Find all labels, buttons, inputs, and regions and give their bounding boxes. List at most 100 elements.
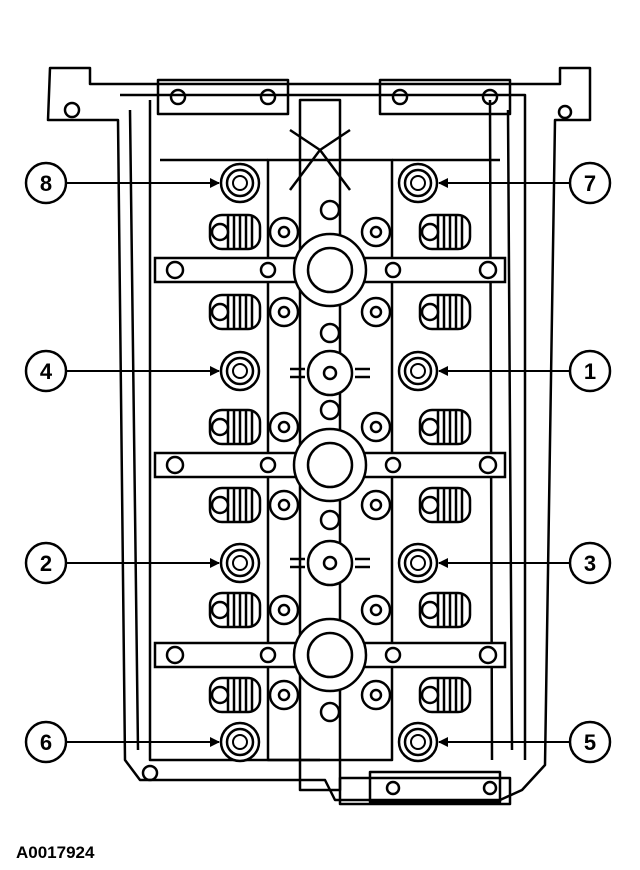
valve-stem bbox=[210, 495, 230, 515]
bearing-cap-hole bbox=[259, 261, 277, 279]
valve-spring-left bbox=[208, 213, 262, 251]
callout-number: 2 bbox=[40, 551, 52, 576]
callout-circle bbox=[24, 349, 68, 393]
callout-circle bbox=[568, 349, 612, 393]
head-bolt-5-socket bbox=[410, 734, 426, 750]
rocker-boss-hole bbox=[369, 305, 383, 319]
valve-spring-left bbox=[208, 486, 262, 524]
valve-stem bbox=[210, 222, 230, 242]
valve-spring-right bbox=[418, 408, 472, 446]
bearing-cap-hole bbox=[165, 645, 185, 665]
valve-stem bbox=[420, 302, 440, 322]
camshaft-bore bbox=[306, 631, 354, 679]
valve-stem bbox=[210, 600, 230, 620]
head-bolt-6-socket bbox=[232, 734, 248, 750]
rocker-boss-hole bbox=[277, 420, 291, 434]
casting-inner-wall bbox=[120, 93, 527, 760]
bearing-cap-hole bbox=[259, 456, 277, 474]
cylinder-head-casting bbox=[46, 66, 592, 806]
callout-6: 6 bbox=[24, 720, 220, 764]
callout-4: 4 bbox=[24, 349, 220, 393]
valve-spring-left bbox=[208, 408, 262, 446]
mounting-hole-rear bbox=[141, 764, 159, 782]
center-boss-hole bbox=[322, 365, 338, 381]
camshaft-bore bbox=[306, 246, 354, 294]
casting-outline bbox=[46, 66, 592, 802]
callout-number: 3 bbox=[584, 551, 596, 576]
callout-3: 3 bbox=[438, 541, 612, 585]
callout-circle bbox=[24, 541, 68, 585]
callout-circle bbox=[24, 720, 68, 764]
camshaft-bore bbox=[306, 441, 354, 489]
oil-passage bbox=[319, 509, 341, 531]
valve-spring-left bbox=[208, 293, 262, 331]
oil-passage bbox=[319, 701, 341, 723]
callout-number: 7 bbox=[584, 171, 596, 196]
head-bolt-3-socket bbox=[410, 555, 426, 571]
head-bolt-7-socket bbox=[410, 175, 426, 191]
valve-spring-left bbox=[208, 591, 262, 629]
valve-stem bbox=[420, 495, 440, 515]
rear-cap bbox=[368, 770, 502, 804]
callout-circle bbox=[24, 161, 68, 205]
front-cap-right bbox=[378, 78, 512, 116]
front-cap-left bbox=[156, 78, 290, 116]
callout-2: 2 bbox=[24, 541, 220, 585]
rocker-boss-hole bbox=[369, 603, 383, 617]
callout-7: 7 bbox=[438, 161, 612, 205]
rocker-boss-hole bbox=[369, 688, 383, 702]
head-bolt-2-socket bbox=[232, 555, 248, 571]
bearing-cap-hole bbox=[384, 646, 402, 664]
bearing-cap-hole bbox=[478, 645, 498, 665]
oil-passage bbox=[319, 199, 341, 221]
rocker-boss-hole bbox=[369, 225, 383, 239]
rear-cap-hole-right bbox=[482, 780, 498, 796]
valve-stem bbox=[420, 417, 440, 437]
valve-spring-right bbox=[418, 213, 472, 251]
rocker-boss-hole bbox=[369, 498, 383, 512]
rocker-boss-hole bbox=[277, 305, 291, 319]
bearing-cap-hole bbox=[478, 455, 498, 475]
valve-spring-right bbox=[418, 591, 472, 629]
bearing-cap-hole bbox=[478, 260, 498, 280]
center-boss-hole bbox=[322, 555, 338, 571]
rocker-boss-hole bbox=[369, 420, 383, 434]
front-cap-right-hole-b bbox=[481, 88, 499, 106]
valve-stem bbox=[210, 302, 230, 322]
valve-spring-right bbox=[418, 676, 472, 714]
callout-circle bbox=[568, 541, 612, 585]
valve-stem bbox=[210, 417, 230, 437]
front-cap-left-hole-a bbox=[169, 88, 187, 106]
oil-passage bbox=[319, 322, 341, 344]
bearing-cap-hole bbox=[165, 260, 185, 280]
callout-circle bbox=[568, 720, 612, 764]
head-bolt-8-socket bbox=[232, 175, 248, 191]
valve-spring-right bbox=[418, 486, 472, 524]
valve-spring-left bbox=[208, 676, 262, 714]
callout-1: 1 bbox=[438, 349, 612, 393]
callout-number: 5 bbox=[584, 730, 596, 755]
callout-number: 4 bbox=[40, 359, 53, 384]
rocker-boss-hole bbox=[277, 225, 291, 239]
rocker-boss-hole bbox=[277, 498, 291, 512]
front-web bbox=[289, 128, 351, 191]
valve-stem bbox=[420, 600, 440, 620]
callout-8: 8 bbox=[24, 161, 220, 205]
rocker-boss-hole bbox=[277, 603, 291, 617]
callout-number: 8 bbox=[40, 171, 52, 196]
front-cap-right-hole-a bbox=[391, 88, 409, 106]
bearing-cap-hole bbox=[165, 455, 185, 475]
camshaft-bearing-caps bbox=[153, 199, 507, 723]
bearing-cap-hole bbox=[384, 456, 402, 474]
head-bolt-4-socket bbox=[232, 363, 248, 379]
callout-5: 5 bbox=[438, 720, 612, 764]
head-bolts bbox=[219, 162, 439, 763]
rocker-boss-hole bbox=[277, 688, 291, 702]
figure-id-label: A0017924 bbox=[16, 843, 95, 862]
callout-number: 6 bbox=[40, 730, 52, 755]
callout-number: 1 bbox=[584, 359, 596, 384]
mounting-hole-front-right bbox=[557, 104, 573, 120]
rear-boss bbox=[338, 776, 512, 806]
front-cap-left-hole-b bbox=[259, 88, 277, 106]
